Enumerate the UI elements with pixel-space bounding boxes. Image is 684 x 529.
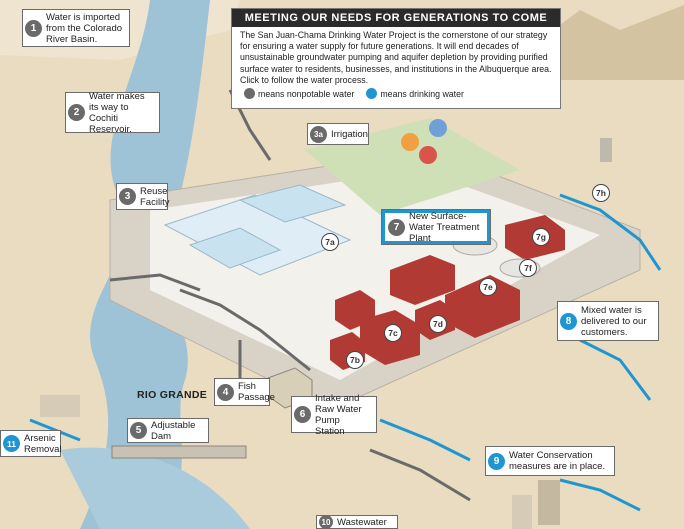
step-10-number: 10 [319,515,333,529]
step-10-text: Wastewater [337,516,387,528]
legend-nonpotable: means nonpotable water [258,88,355,99]
step-1-text: Water is imported from the Colorado Rive… [46,11,123,45]
step-3a-text: Irrigation [331,128,368,140]
step-10-callout[interactable]: 10 Wastewater [316,515,398,529]
reservoir-small [238,184,347,223]
step-4-number: 4 [217,383,234,401]
pin-7e[interactable]: 7e [479,278,497,296]
pin-7d[interactable]: 7d [429,315,447,333]
nonpotable-dot-icon [244,88,255,100]
step-3a-number: 3a [310,125,327,143]
pin-7f[interactable]: 7f [519,259,537,277]
drinking-pipe-b [579,338,652,401]
step-5-callout[interactable]: 5 Adjustable Dam [127,418,209,443]
pin-7g[interactable]: 7g [532,228,550,246]
city-tower [538,480,560,525]
step-3-number: 3 [119,188,136,205]
step-8-text: Mixed water is delivered to our customer… [581,304,647,338]
drinking-dot-icon [366,88,378,100]
drinking-pipe-c [379,418,471,462]
nonpotable-pipe-d [109,273,201,292]
step-6-text: Intake and Raw Water Pump Station [315,392,362,437]
legend-drinking: means drinking water [380,88,464,99]
step-8-number: 8 [560,312,577,330]
step-11-number: 11 [3,435,20,452]
step-6-number: 6 [294,406,311,423]
step-4-callout[interactable]: 4 Fish Passage [214,378,275,406]
drinking-pipe-a [559,193,662,271]
step-4-text: Fish Passage [238,381,275,403]
step-7-number: 7 [388,218,405,236]
step-9-text: Water Conservation measures are in place… [509,450,606,472]
step-1-callout[interactable]: 1 Water is imported from the Colorado Ri… [22,9,130,47]
step-2-text: Water makes its way to Cochiti Reservoir… [89,90,145,135]
nonpotable-pipe-e [369,448,471,502]
intro-panel: MEETING OUR NEEDS FOR GENERATIONS TO COM… [231,8,561,109]
pin-7b[interactable]: 7b [346,351,364,369]
step-3-callout[interactable]: 3 Reuse Facility [116,183,170,210]
city-building [600,138,612,162]
step-5-number: 5 [130,422,147,439]
nonpotable-pipe-a [179,288,311,372]
pin-7h[interactable]: 7h [592,184,610,202]
step-7-inner: 7 New Surface-Water Treatment Plant [385,210,487,244]
step-2-number: 2 [68,104,85,121]
river-lower [60,447,250,529]
step-3-text: Reuse Facility [140,185,170,208]
step-9-number: 9 [488,452,505,470]
balloon-icon [429,119,447,137]
river-label: RIO GRANDE [137,389,208,401]
pin-7c[interactable]: 7c [384,324,402,342]
intro-title: MEETING OUR NEEDS FOR GENERATIONS TO COM… [232,9,560,27]
pin-7a[interactable]: 7a [321,233,339,251]
building-7e-area [390,255,455,305]
step-7-callout[interactable]: 7 New Surface-Water Treatment Plant [381,209,491,245]
intro-text: The San Juan-Chama Drinking Water Projec… [240,30,552,85]
step-11-text: Arsenic Removal [24,432,62,455]
mountains-right [540,5,684,80]
step-2-callout[interactable]: 2 Water makes its way to Cochiti Reservo… [65,90,160,135]
step-7-text: New Surface-Water Treatment Plant [409,210,480,244]
balloon-icon [401,133,419,151]
city-tower [512,495,532,529]
balloon-icon [419,146,437,164]
step-8-callout[interactable]: 8 Mixed water is delivered to our custom… [557,301,659,341]
legend: means nonpotable water means drinking wa… [232,86,560,100]
step-3a-callout[interactable]: 3a Irrigation [307,123,369,145]
building-7b-area [335,290,375,330]
step-11-callout[interactable]: 11 Arsenic Removal [0,430,62,457]
step-5-text: Adjustable Dam [151,419,196,442]
reservoir-basin [188,227,282,269]
step-9-callout[interactable]: 9 Water Conservation measures are in pla… [485,446,615,476]
drinking-pipe-d [559,478,641,512]
step-6-callout[interactable]: 6 Intake and Raw Water Pump Station [291,393,377,437]
adjustable-dam [111,445,247,459]
step-1-number: 1 [25,19,42,37]
neighborhood [40,395,80,417]
building-7e [445,275,520,338]
